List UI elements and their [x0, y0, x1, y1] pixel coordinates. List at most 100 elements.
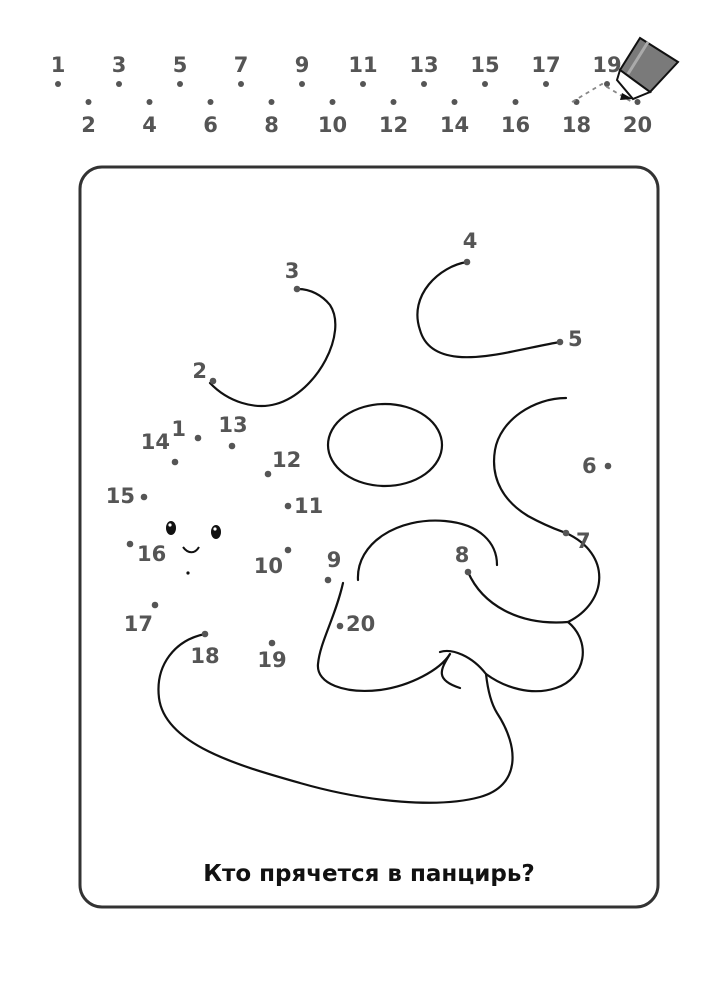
curve-8-20: [466, 570, 570, 624]
header-dot: [634, 99, 641, 105]
header-label: 18: [562, 113, 591, 137]
puzzle-dot: [293, 285, 301, 293]
puzzle-dot: [209, 377, 217, 385]
puzzle-label: 13: [218, 413, 247, 437]
puzzle-point-10: 10: [254, 546, 292, 578]
header-dot: [207, 99, 214, 105]
puzzle-point-1: 1: [171, 417, 202, 442]
curve-base: [157, 632, 514, 804]
puzzle-point-19: 19: [257, 639, 287, 672]
header-number-14: 14: [440, 99, 469, 137]
header-label: 8: [264, 113, 279, 137]
smile: [182, 546, 200, 554]
header-number-18: 18: [562, 99, 591, 137]
puzzle-dot: [171, 458, 179, 466]
header-number-9: 9: [295, 53, 310, 87]
header-label: 6: [203, 113, 218, 137]
puzzle-label: 7: [576, 529, 591, 553]
header-label: 7: [234, 53, 249, 77]
puzzle-point-12: 12: [264, 448, 301, 478]
puzzle-dot: [151, 601, 159, 609]
puzzle-point-15: 15: [106, 484, 148, 508]
header-label: 10: [318, 113, 347, 137]
header-number-13: 13: [409, 53, 439, 87]
puzzle-dot: [464, 568, 472, 576]
puzzle-point-20: 20: [336, 612, 375, 636]
header-number-16: 16: [501, 99, 530, 137]
puzzle-point-16: 16: [126, 540, 166, 566]
header-label: 13: [409, 53, 438, 77]
puzzle-point-7: 7: [562, 529, 591, 553]
header-label: 9: [295, 53, 310, 77]
header-number-5: 5: [173, 53, 188, 87]
header-number-17: 17: [531, 53, 561, 87]
curve-upper-spot: [356, 519, 499, 582]
header-dot: [299, 81, 305, 87]
puzzle-label: 15: [106, 484, 135, 508]
puzzle-point-3: 3: [285, 259, 301, 293]
puzzle-label: 12: [272, 448, 301, 472]
puzzle-question: Кто прячется в панцирь?: [203, 861, 535, 887]
header-label: 12: [379, 113, 408, 137]
puzzle-dot: [604, 462, 612, 470]
puzzle-label: 8: [455, 543, 470, 567]
puzzle-dot: [140, 493, 148, 501]
puzzle-label: 17: [124, 612, 153, 636]
curve-2-3: [208, 287, 337, 408]
puzzle-dot: [463, 258, 471, 266]
puzzle-dot: [284, 546, 292, 554]
header-label: 16: [501, 113, 530, 137]
puzzle-label: 14: [141, 430, 170, 454]
header-label: 1: [51, 53, 66, 77]
header-label: 2: [81, 113, 96, 137]
header-label: 4: [142, 113, 157, 137]
header-number-2: 2: [81, 99, 96, 137]
header-dot: [116, 81, 122, 87]
header-dot: [360, 81, 366, 87]
header-dot: [390, 99, 397, 105]
header-number-6: 6: [203, 99, 218, 137]
shell-spot: [326, 402, 444, 488]
puzzle-dot: [324, 576, 332, 584]
snail-face: [166, 521, 221, 575]
puzzle-point-4: 4: [463, 229, 477, 266]
puzzle-point-11: 11: [284, 494, 323, 518]
puzzle-point-13: 13: [218, 413, 248, 450]
puzzle-label: 20: [346, 612, 375, 636]
left-eye: [166, 521, 176, 535]
puzzle-point-9: 9: [324, 548, 341, 584]
header-label: 15: [470, 53, 499, 77]
header-number-19: 19: [592, 53, 622, 87]
puzzle-dot: [562, 529, 570, 537]
puzzle-dot: [336, 622, 344, 630]
puzzle-label: 10: [254, 554, 283, 578]
header-label: 14: [440, 113, 469, 137]
puzzle-point-8: 8: [455, 543, 472, 576]
puzzle-point-17: 17: [124, 601, 159, 636]
puzzle-dot: [126, 540, 134, 548]
header-dot: [55, 81, 61, 87]
header-number-1: 1: [51, 53, 66, 87]
header-label: 11: [348, 53, 377, 77]
header-dot: [512, 99, 519, 105]
puzzle-point-5: 5: [556, 327, 583, 351]
shell-outline: [157, 260, 601, 804]
header-label: 3: [112, 53, 127, 77]
header-number-8: 8: [264, 99, 279, 137]
header-number-12: 12: [379, 99, 408, 137]
header-dot: [482, 81, 488, 87]
header-label: 5: [173, 53, 188, 77]
header-number-15: 15: [470, 53, 500, 87]
puzzle-label: 18: [190, 644, 219, 668]
puzzle-label: 1: [171, 417, 186, 441]
puzzle-label: 16: [137, 542, 166, 566]
header-dot: [421, 81, 427, 87]
curve-7-8: [438, 531, 601, 693]
puzzle-point-2: 2: [192, 359, 217, 385]
header-number-3: 3: [112, 53, 127, 87]
puzzle-label: 6: [582, 454, 597, 478]
header-dot: [268, 99, 275, 105]
header-number-11: 11: [348, 53, 378, 87]
